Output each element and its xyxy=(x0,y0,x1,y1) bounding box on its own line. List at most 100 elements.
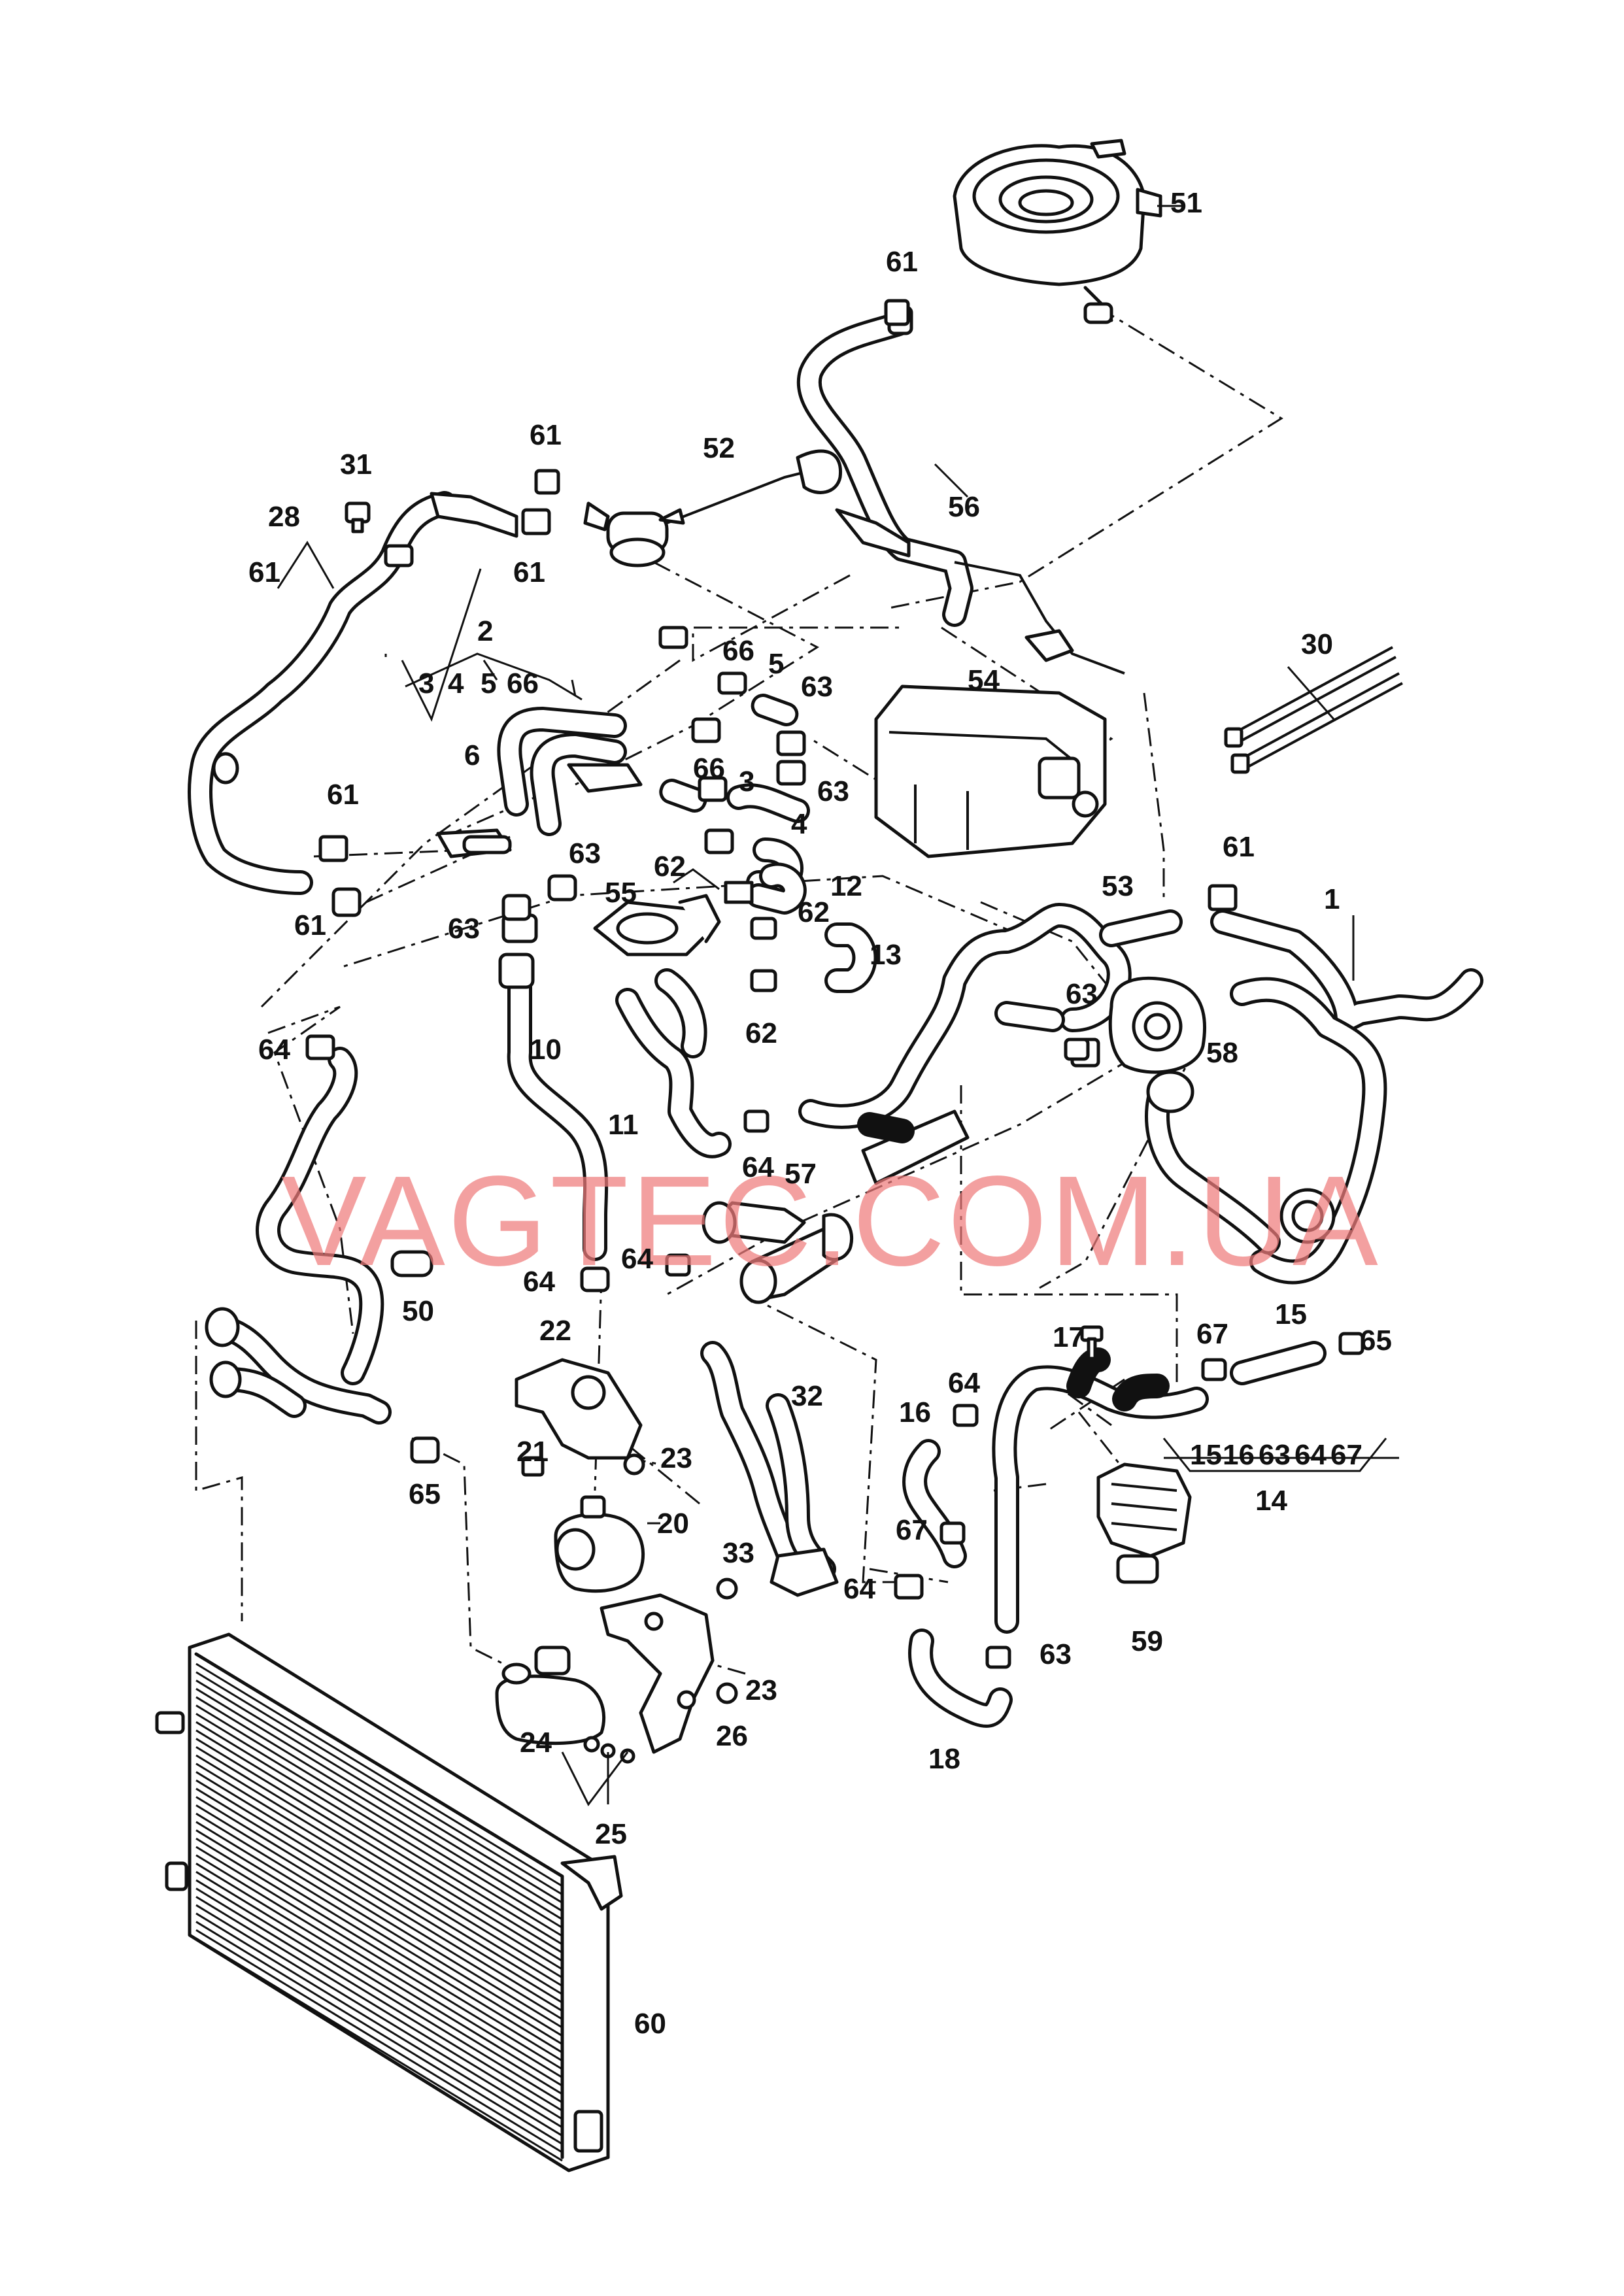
bracket-22 xyxy=(515,1358,643,1477)
label-31: 31 xyxy=(340,448,372,481)
label-3-group: 3 xyxy=(418,667,434,700)
label-5: 5 xyxy=(768,648,784,680)
label-1: 1 xyxy=(1324,883,1340,915)
label-65-left: 65 xyxy=(409,1478,441,1510)
label-54: 54 xyxy=(968,664,1000,696)
electric-pump-24 xyxy=(495,1646,606,1746)
label-67-bottom: 67 xyxy=(896,1514,928,1546)
label-4: 4 xyxy=(791,808,807,840)
label-61-below: 61 xyxy=(513,556,545,588)
label-63-clip: 63 xyxy=(569,837,601,869)
label-30: 30 xyxy=(1301,628,1333,660)
radiator-fin xyxy=(195,1779,563,2004)
part-labels: 51 61 61 52 31 28 61 61 56 2 3 4 5 66 66… xyxy=(248,187,1392,2040)
radiator-fin xyxy=(195,1846,563,2070)
radiator-fin xyxy=(195,1680,563,1904)
label-11: 11 xyxy=(608,1109,639,1141)
label-67-top: 67 xyxy=(1196,1318,1228,1350)
label-57: 57 xyxy=(785,1158,817,1190)
label-64-left: 64 xyxy=(258,1034,290,1066)
radiator-fin xyxy=(195,1746,563,1970)
hose-28 xyxy=(188,491,518,895)
radiator-fin xyxy=(195,1771,563,1995)
label-64-mid: 64 xyxy=(742,1151,774,1183)
radiator-fin xyxy=(195,1812,563,2037)
label-28: 28 xyxy=(268,501,300,533)
label-52: 52 xyxy=(703,432,735,464)
label-66-group: 66 xyxy=(507,667,539,700)
radiator-fin xyxy=(195,1929,563,2153)
label-50: 50 xyxy=(402,1295,434,1327)
label-64-bottom: 64 xyxy=(843,1573,875,1605)
label-63-right: 63 xyxy=(1066,978,1098,1010)
watermark-text: VAGTEC.COM.UA xyxy=(281,1149,1381,1292)
hoses-12-13 xyxy=(724,862,877,993)
label-55: 55 xyxy=(605,877,637,909)
label-32: 32 xyxy=(791,1380,823,1412)
hose-under-58 xyxy=(1145,1070,1281,1255)
label-23-top: 23 xyxy=(660,1442,692,1474)
label-58: 58 xyxy=(1206,1037,1238,1069)
label-3: 3 xyxy=(739,766,754,798)
label-62-mid: 62 xyxy=(798,896,830,928)
label-51: 51 xyxy=(1170,187,1202,219)
clip-61-group xyxy=(318,299,1238,917)
radiator-fin xyxy=(195,1663,563,1887)
radiator-fin xyxy=(195,1687,563,1912)
electric-pump-20 xyxy=(554,1495,660,1593)
radiator-fin xyxy=(195,1796,563,2020)
label-23-bottom: 23 xyxy=(745,1674,777,1706)
radiator-fin xyxy=(195,1713,563,1937)
radiator-fin xyxy=(195,1721,563,1946)
hose-10 xyxy=(498,913,609,1261)
label-13: 13 xyxy=(870,939,902,971)
label-64-hose10: 64 xyxy=(523,1266,555,1298)
radiator-fin xyxy=(195,1696,563,1921)
pipe-53 xyxy=(798,903,1183,1185)
pump-58 xyxy=(1070,976,1207,1074)
radiator-fin xyxy=(195,1921,563,2145)
label-61-top: 61 xyxy=(530,419,562,451)
label-10: 10 xyxy=(530,1034,562,1066)
hose-1 xyxy=(1210,909,1483,1285)
label-63-mid: 63 xyxy=(817,775,849,807)
label-21: 21 xyxy=(516,1436,549,1468)
bolt-17 xyxy=(1080,1325,1104,1360)
bolt-31 xyxy=(345,501,371,533)
thermostat-housing-55 xyxy=(593,894,721,956)
coolant-expansion-tank xyxy=(953,139,1183,324)
cable-ties-30 xyxy=(1224,646,1403,774)
radiator-fin xyxy=(195,1787,563,2012)
label-12: 12 xyxy=(830,870,862,902)
label-18: 18 xyxy=(928,1743,960,1775)
label-61-tank: 61 xyxy=(886,246,918,278)
hose-15 xyxy=(1230,1341,1327,1385)
label-61-left: 61 xyxy=(327,779,359,811)
label-66-top: 66 xyxy=(722,635,754,667)
label-64-hose16: 64 xyxy=(948,1367,980,1399)
label-5-group: 5 xyxy=(481,667,496,700)
label-65-right: 65 xyxy=(1360,1325,1392,1357)
hose-clips xyxy=(410,874,1364,1669)
label-61-28: 61 xyxy=(248,556,280,588)
label-16-group: 16 xyxy=(1223,1439,1255,1471)
radiator-fin xyxy=(195,1937,563,2162)
radiator-fin xyxy=(195,1879,563,2104)
radiator-fin xyxy=(195,1870,563,2095)
radiator-fin xyxy=(195,1754,563,1979)
label-17: 17 xyxy=(1053,1321,1085,1353)
label-15-top: 15 xyxy=(1275,1298,1307,1330)
label-64-lower: 64 xyxy=(621,1243,653,1275)
radiator-fin xyxy=(195,1704,563,1929)
label-61-bottom: 61 xyxy=(294,909,326,941)
radiator-fin xyxy=(195,1896,563,2120)
label-64-group: 64 xyxy=(1294,1439,1327,1471)
radiator-fin xyxy=(195,1904,563,2129)
pipe-assembly-2 xyxy=(436,707,643,858)
radiator-fin xyxy=(195,1763,563,1987)
label-63-bottom: 63 xyxy=(1040,1638,1072,1670)
hose-50 xyxy=(205,1034,433,1425)
label-14: 14 xyxy=(1255,1485,1287,1517)
radiator-fin xyxy=(195,1912,563,2137)
